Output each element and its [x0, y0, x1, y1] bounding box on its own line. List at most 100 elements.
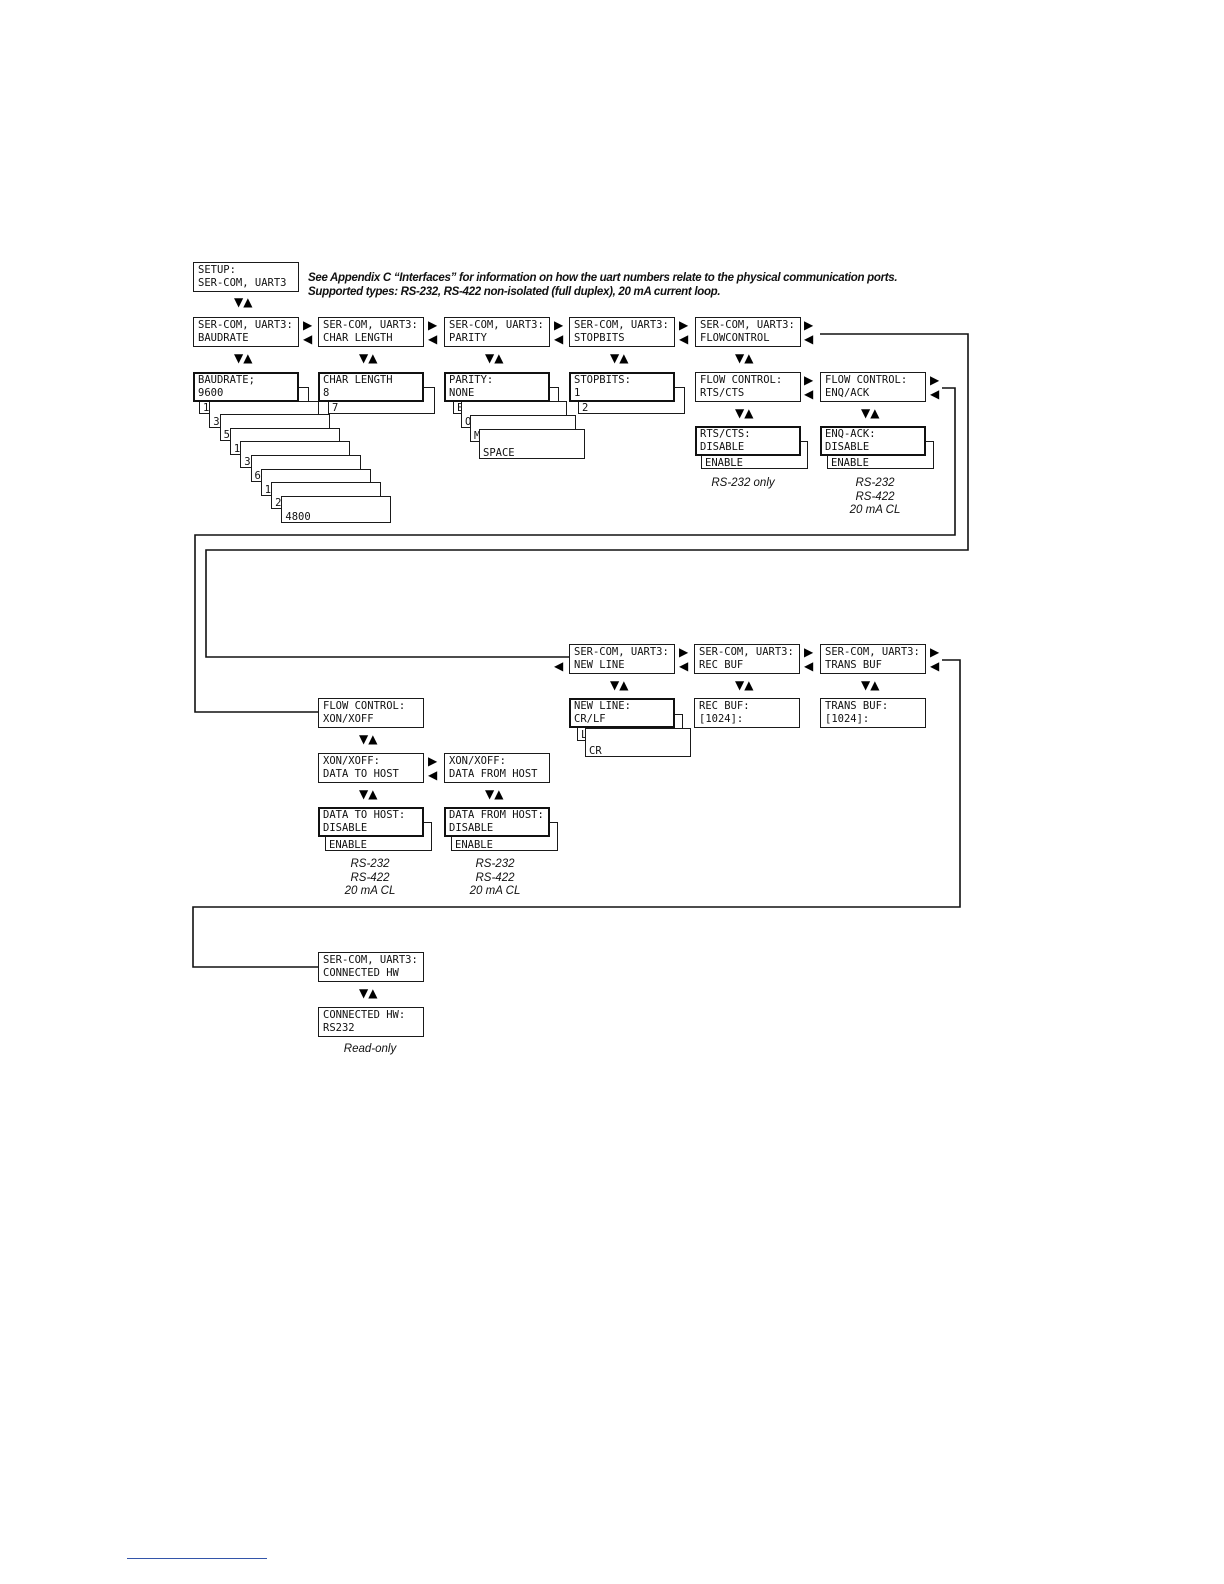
connected-hw-menu: SER-COM, UART3:CONNECTED HW — [318, 952, 424, 982]
to-host-note: RS-232 RS-422 20 mA CL — [344, 858, 396, 897]
left-arrow-icon: ◀ — [428, 768, 438, 782]
baudrate-menu: SER-COM, UART3:BAUDRATE — [193, 317, 299, 347]
transbuf-value-line-1: TRANS BUF: — [825, 700, 889, 712]
connected-hw-menu-line-1: SER-COM, UART3: — [323, 954, 418, 966]
down-up-arrows-icon: ▼▲ — [735, 678, 754, 692]
flowcontrol-menu: SER-COM, UART3:FLOWCONTROL — [695, 317, 801, 347]
newline-value: NEW LINE:CR/LF — [569, 698, 675, 728]
down-up-arrows-icon: ▼▲ — [610, 678, 629, 692]
flowcontrol-xonxoff-line-1: FLOW CONTROL: — [323, 700, 406, 712]
connected-hw-value-line-1: CONNECTED HW: — [323, 1009, 406, 1021]
newline-menu-line-1: SER-COM, UART3: — [574, 646, 669, 658]
right-arrow-icon: ▶ — [679, 318, 689, 332]
rtscts-note: RS-232 only — [711, 477, 775, 489]
recbuf-menu-line-1: SER-COM, UART3: — [699, 646, 794, 658]
transbuf-menu: SER-COM, UART3:TRANS BUF — [820, 644, 926, 674]
down-up-arrows-icon: ▼▲ — [610, 351, 629, 365]
left-arrow-icon: ◀ — [679, 659, 689, 673]
stopbits-value: STOPBITS:1 — [569, 372, 675, 402]
flowcontrol-menu-line-1: SER-COM, UART3: — [700, 319, 795, 331]
to-host-value-line-2: DISABLE — [323, 822, 368, 834]
right-arrow-icon: ▶ — [428, 318, 438, 332]
flowcontrol-rtscts: FLOW CONTROL:RTS/CTS — [695, 372, 801, 402]
footnote-rule — [127, 1558, 267, 1559]
right-arrow-icon: ▶ — [804, 645, 814, 659]
parity-value-line-2: NONE — [449, 387, 475, 399]
newline-value-line-2: CR/LF — [574, 713, 606, 725]
flowcontrol-enqack: FLOW CONTROL:ENQ/ACK — [820, 372, 926, 402]
down-up-arrows-icon: ▼▲ — [735, 351, 754, 365]
down-up-arrows-icon: ▼▲ — [861, 678, 880, 692]
supported-types-note: Supported types: RS-232, RS-422 non-isol… — [308, 286, 721, 298]
right-arrow-icon: ▶ — [930, 645, 940, 659]
newline-menu-line-2: NEW LINE — [574, 659, 625, 671]
transbuf-value-line-2: [1024]: — [825, 713, 870, 725]
flowcontrol-enqack-line-1: FLOW CONTROL: — [825, 374, 908, 386]
recbuf-value-line-2: [1024]: — [699, 713, 744, 725]
stopbits-menu-line-2: STOPBITS — [574, 332, 625, 344]
wrap-line-transbuf-to-connected — [192, 659, 961, 968]
baudrate-option: 4800 — [281, 495, 392, 523]
right-arrow-icon: ▶ — [303, 318, 313, 332]
left-arrow-icon: ◀ — [804, 387, 814, 401]
newline-value-line-1: NEW LINE: — [574, 700, 631, 712]
connected-hw-menu-line-2: CONNECTED HW — [323, 967, 399, 979]
left-arrow-icon: ◀ — [303, 332, 313, 346]
right-arrow-icon: ▶ — [428, 754, 438, 768]
parity-value: PARITY:NONE — [444, 372, 550, 402]
flowcontrol-xonxoff: FLOW CONTROL:XON/XOFF — [318, 698, 424, 728]
from-host-value-line-2: DISABLE — [449, 822, 494, 834]
left-arrow-icon: ◀ — [804, 659, 814, 673]
left-arrow-icon: ◀ — [554, 659, 564, 673]
charlength-menu: SER-COM, UART3:CHAR LENGTH — [318, 317, 424, 347]
setup-screen: SETUP:SER-COM, UART3 — [193, 262, 299, 292]
recbuf-menu-line-2: REC BUF — [699, 659, 744, 671]
xonxoff-to-host: XON/XOFF:DATA TO HOST — [318, 753, 424, 783]
parity-menu-line-2: PARITY — [449, 332, 487, 344]
left-arrow-icon: ◀ — [930, 659, 940, 673]
baudrate-value: BAUDRATE;9600 — [193, 372, 299, 402]
charlength-menu-line-1: SER-COM, UART3: — [323, 319, 418, 331]
down-up-arrows-icon: ▼▲ — [234, 351, 253, 365]
recbuf-menu: SER-COM, UART3:REC BUF — [694, 644, 800, 674]
rtscts-value-line-2: DISABLE — [700, 441, 745, 453]
left-arrow-icon: ◀ — [930, 387, 940, 401]
newline-option: CR — [585, 728, 691, 757]
enqack-value: ENQ-ACK:DISABLE — [820, 426, 926, 456]
connected-hw-value: CONNECTED HW:RS232 — [318, 1007, 424, 1037]
transbuf-value: TRANS BUF:[1024]: — [820, 698, 926, 728]
stopbits-value-line-1: STOPBITS: — [574, 374, 631, 386]
baudrate-menu-line-1: SER-COM, UART3: — [198, 319, 293, 331]
xonxoff-to-host-line-2: DATA TO HOST — [323, 768, 399, 780]
enqack-value-line-1: ENQ-ACK: — [825, 428, 876, 440]
down-up-arrows-icon: ▼▲ — [485, 351, 504, 365]
charlength-value-line-2: 8 — [323, 387, 330, 399]
left-arrow-icon: ◀ — [428, 332, 438, 346]
down-up-arrows-icon: ▼▲ — [359, 787, 378, 801]
down-up-arrows-icon: ▼▲ — [485, 787, 504, 801]
flowcontrol-rtscts-line-2: RTS/CTS — [700, 387, 745, 399]
transbuf-menu-line-2: TRANS BUF — [825, 659, 882, 671]
setup-screen-line-2: SER-COM, UART3 — [198, 277, 287, 289]
down-up-arrows-icon: ▼▲ — [359, 986, 378, 1000]
left-arrow-icon: ◀ — [804, 332, 814, 346]
from-host-value-line-1: DATA FROM HOST: — [449, 809, 544, 821]
left-arrow-icon: ◀ — [554, 332, 564, 346]
setup-screen-line-1: SETUP: — [198, 264, 236, 276]
xonxoff-from-host-line-1: XON/XOFF: — [449, 755, 506, 767]
parity-option: SPACE — [479, 429, 585, 459]
flowcontrol-rtscts-line-1: FLOW CONTROL: — [700, 374, 783, 386]
right-arrow-icon: ▶ — [679, 645, 689, 659]
to-host-value: DATA TO HOST:DISABLE — [318, 807, 424, 837]
xonxoff-to-host-line-1: XON/XOFF: — [323, 755, 380, 767]
wrap-line-flowcontrol-to-newline — [205, 333, 969, 658]
transbuf-menu-line-1: SER-COM, UART3: — [825, 646, 920, 658]
connected-hw-value-line-2: RS232 — [323, 1022, 355, 1034]
read-only-note: Read-only — [343, 1043, 397, 1055]
flowcontrol-xonxoff-line-2: XON/XOFF — [323, 713, 374, 725]
right-arrow-icon: ▶ — [554, 318, 564, 332]
recbuf-value-line-1: REC BUF: — [699, 700, 750, 712]
down-up-arrows-icon: ▼▲ — [359, 351, 378, 365]
down-up-arrows-icon: ▼▲ — [234, 295, 253, 309]
